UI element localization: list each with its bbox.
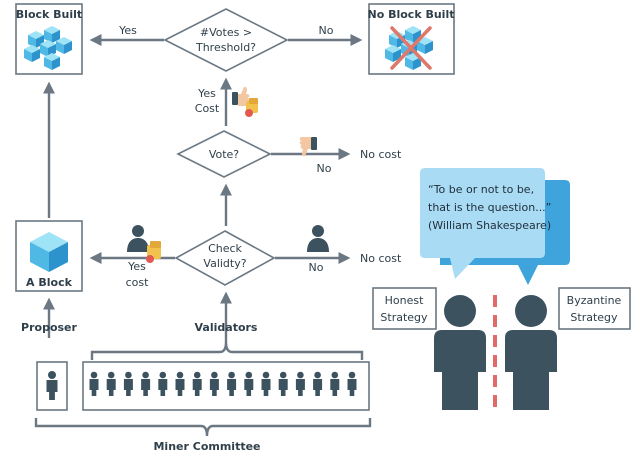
person-icon (46, 371, 58, 400)
check-validity-decision (174, 230, 276, 286)
validators-brace (90, 341, 364, 360)
proposer-label: Proposer (21, 321, 77, 334)
quote-line1: “To be or not to be, (428, 183, 534, 196)
block-built-label: Block Built (16, 8, 82, 21)
edge-label-no-cost-vote: No cost (360, 148, 402, 161)
byzantine-strategy-box (558, 287, 631, 330)
vote-decision (176, 130, 272, 178)
edge-label-yes-validity: Yes (127, 260, 146, 273)
coins-icon (245, 98, 258, 117)
person-icon (307, 225, 329, 252)
vote-label: Vote? (209, 148, 239, 161)
no-block-built-label: No Block Built (368, 8, 455, 21)
validators-label: Validators (195, 321, 258, 334)
votes-threshold-line2: Threshold? (195, 41, 256, 54)
honest-person-icon (434, 295, 486, 410)
edge-label-cost-vote: Cost (195, 102, 220, 115)
cube-icon (30, 232, 68, 272)
quote-line3: (William Shakespeare) (428, 219, 551, 232)
edge-label-no-top: No (319, 24, 334, 37)
check-validity-line1: Check (208, 242, 242, 255)
edge-label-cost-validity: cost (126, 276, 150, 289)
honest-strategy-line2: Strategy (380, 311, 428, 324)
edge-label-yes-top: Yes (118, 24, 137, 37)
byzantine-person-icon (505, 295, 557, 410)
miner-committee-brace (34, 418, 372, 437)
speech-bubbles (420, 168, 570, 285)
edge-label-no-cost-validity: No cost (360, 252, 402, 265)
a-block-label: A Block (26, 276, 73, 289)
votes-threshold-line1: #Votes > (200, 26, 252, 39)
edge-label-yes-vote: Yes (197, 87, 216, 100)
person-icon (127, 225, 149, 252)
coins-icon (146, 241, 161, 263)
thumbs-down-icon (299, 137, 317, 157)
edge-label-no-vote: No (317, 162, 332, 175)
honest-strategy-box (372, 287, 437, 330)
quote-line2: that is the question...” (428, 201, 551, 214)
honest-strategy-line1: Honest (385, 294, 424, 307)
edge-label-no-validity: No (309, 261, 324, 274)
miner-committee-label: Miner Committee (153, 440, 260, 453)
cross-icon (390, 26, 432, 70)
byzantine-strategy-line2: Strategy (570, 311, 618, 324)
byzantine-strategy-line1: Byzantine (567, 294, 622, 307)
votes-threshold-decision (163, 8, 289, 72)
check-validity-line2: Validty? (203, 257, 246, 270)
